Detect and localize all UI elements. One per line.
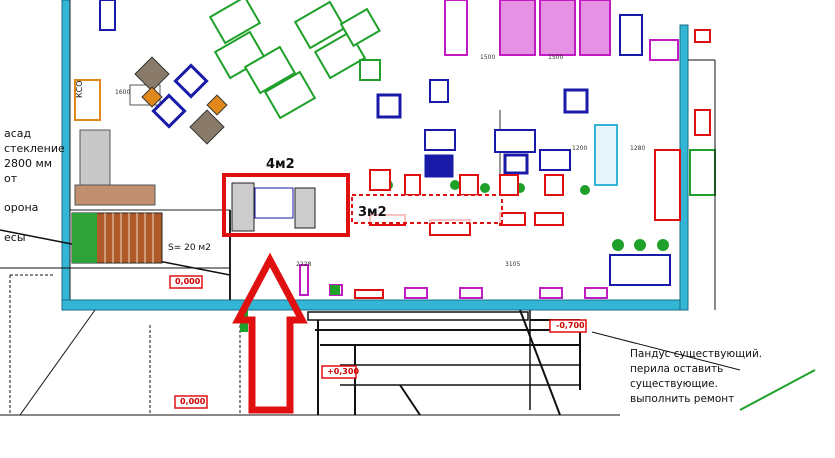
dim-2228: 2228	[296, 261, 312, 268]
dim-1200: 1200	[572, 145, 588, 152]
level-0000-bottom: 0,000	[180, 397, 206, 406]
level-markers	[169, 275, 587, 409]
note-glazing: стекление	[4, 142, 65, 155]
dim-1600: 1600	[115, 89, 131, 96]
right-exterior	[688, 59, 816, 411]
kso-label: КСО	[75, 80, 84, 98]
highlighted-rooms	[222, 173, 503, 237]
dim-1500-a: 1500	[480, 54, 496, 61]
level-minus-0700: -0,700	[556, 321, 585, 330]
blue-equipment	[376, 14, 671, 286]
note-height: 2800 мм	[4, 157, 53, 170]
area-label-stair: S= 20 м2	[168, 243, 211, 253]
level-0000-left: 0,000	[175, 277, 201, 286]
staircase	[71, 212, 163, 264]
green-shelving	[208, 0, 381, 120]
exterior-lines	[0, 229, 241, 416]
diagonal-cluster	[134, 56, 228, 145]
building-walls	[61, 0, 689, 311]
entrance-arrow	[232, 252, 308, 414]
note-from: от	[4, 172, 18, 185]
area-label-4m2: 4м2	[266, 157, 295, 172]
level-plus-0300: +0,300	[327, 367, 360, 376]
ramp-note-4: выполнить ремонт	[630, 393, 735, 405]
area-label-3m2: 3м2	[358, 205, 387, 220]
ramp-note-2: перила оставить	[630, 363, 724, 375]
ramp	[307, 309, 741, 416]
dim-1280: 1280	[630, 145, 646, 152]
ramp-note-1: Пандус существующий.	[630, 348, 763, 360]
ramp-note-3: существующие.	[630, 378, 718, 390]
note-facade: асад	[4, 127, 32, 140]
dim-1500-b: 1500	[548, 54, 564, 61]
note-scales: есы	[4, 231, 26, 244]
dim-3105: 3105	[505, 261, 521, 268]
note-side: орона	[4, 201, 39, 214]
